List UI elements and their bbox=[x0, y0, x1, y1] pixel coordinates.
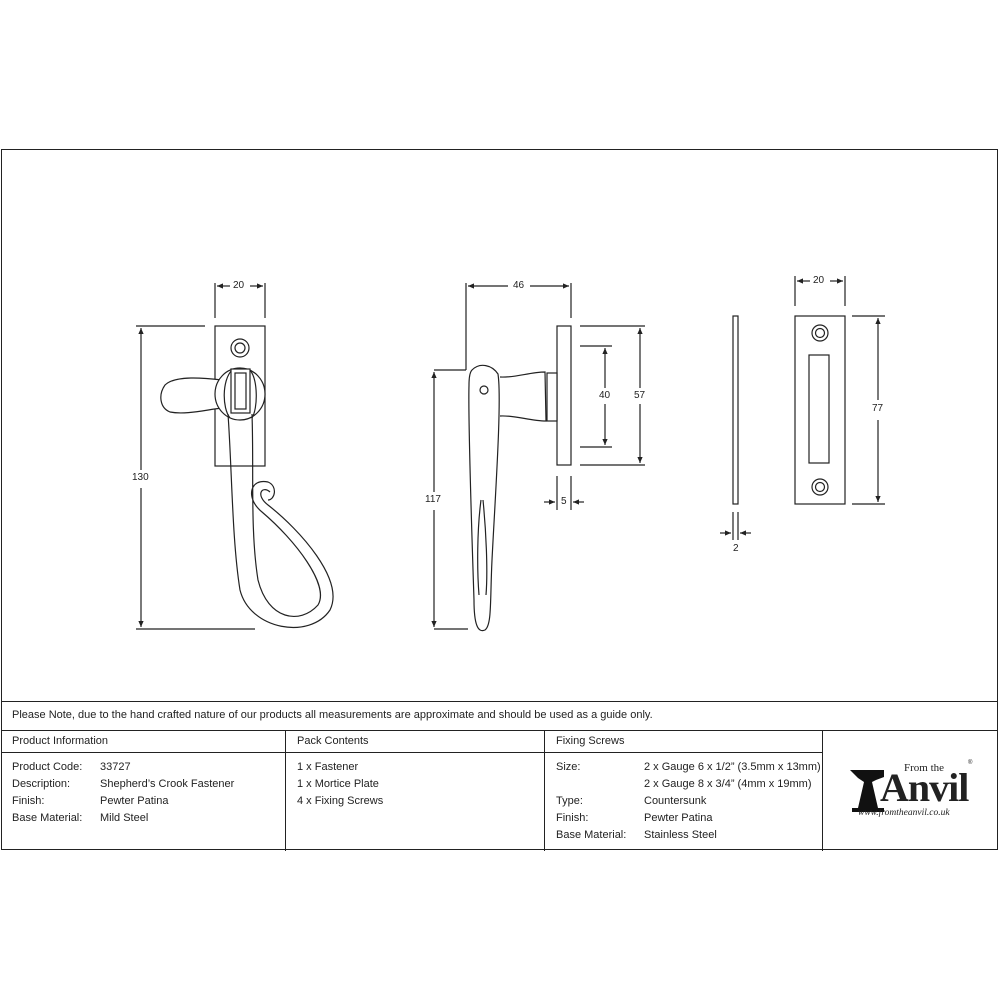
measurement-note: Please Note, due to the hand crafted nat… bbox=[1, 701, 998, 731]
screw-row: 2 x Gauge 8 x 3/4” (4mm x 19mm) bbox=[644, 778, 812, 790]
front-height-label: 130 bbox=[132, 472, 149, 483]
pack-item: 4 x Fixing Screws bbox=[297, 795, 384, 807]
info-row: Description:Shepherd’s Crook Fastener bbox=[12, 778, 235, 790]
mortice-width-label: 20 bbox=[813, 275, 825, 286]
pack-item: 1 x Fastener bbox=[297, 761, 359, 773]
anvil-icon bbox=[850, 770, 884, 812]
screw-spacing-label: 40 bbox=[599, 390, 611, 401]
screw-row: Base Material:Stainless Steel bbox=[556, 829, 717, 841]
plate-height-label: 57 bbox=[634, 390, 646, 401]
info-row: Base Material:Mild Steel bbox=[12, 812, 149, 824]
logo-from-the: From the bbox=[904, 762, 945, 774]
pack-contents-panel: Pack Contents 1 x Fastener 1 x Mortice P… bbox=[286, 731, 545, 851]
registered-mark: ® bbox=[968, 760, 973, 766]
drawing-frame bbox=[1, 149, 998, 850]
front-view bbox=[160, 325, 334, 628]
mortice-plate bbox=[732, 315, 846, 505]
mortice-thickness-label: 2 bbox=[733, 543, 739, 554]
side-depth-label: 46 bbox=[513, 280, 525, 291]
product-information-header: Product Information bbox=[1, 731, 285, 753]
fixing-screws-panel: Fixing Screws Size:2 x Gauge 6 x 1/2” (3… bbox=[545, 731, 823, 851]
technical-drawing bbox=[136, 276, 885, 632]
side-height-label: 117 bbox=[425, 494, 441, 505]
pack-contents-header: Pack Contents bbox=[286, 731, 544, 753]
info-row: Product Code:33727 bbox=[12, 761, 131, 773]
logo-url: www.fromtheanvil.co.uk bbox=[858, 808, 950, 818]
from-the-anvil-logo: From the Anvil ® www.fromtheanvil.co.uk bbox=[850, 760, 980, 822]
side-view bbox=[468, 325, 572, 632]
logo-brand: Anvil bbox=[880, 765, 969, 810]
front-width-label: 20 bbox=[233, 280, 245, 291]
pack-item: 1 x Mortice Plate bbox=[297, 778, 379, 790]
fixing-screws-header: Fixing Screws bbox=[545, 731, 822, 753]
screw-row: Type:Countersunk bbox=[556, 795, 707, 807]
screw-row: Size:2 x Gauge 6 x 1/2” (3.5mm x 13mm) bbox=[556, 761, 821, 773]
info-row: Finish:Pewter Patina bbox=[12, 795, 169, 807]
product-information-panel: Product Information Product Code:33727 D… bbox=[1, 731, 286, 851]
plate-thickness-label: 5 bbox=[561, 496, 567, 507]
mortice-height-label: 77 bbox=[872, 403, 884, 414]
screw-row: Finish:Pewter Patina bbox=[556, 812, 713, 824]
